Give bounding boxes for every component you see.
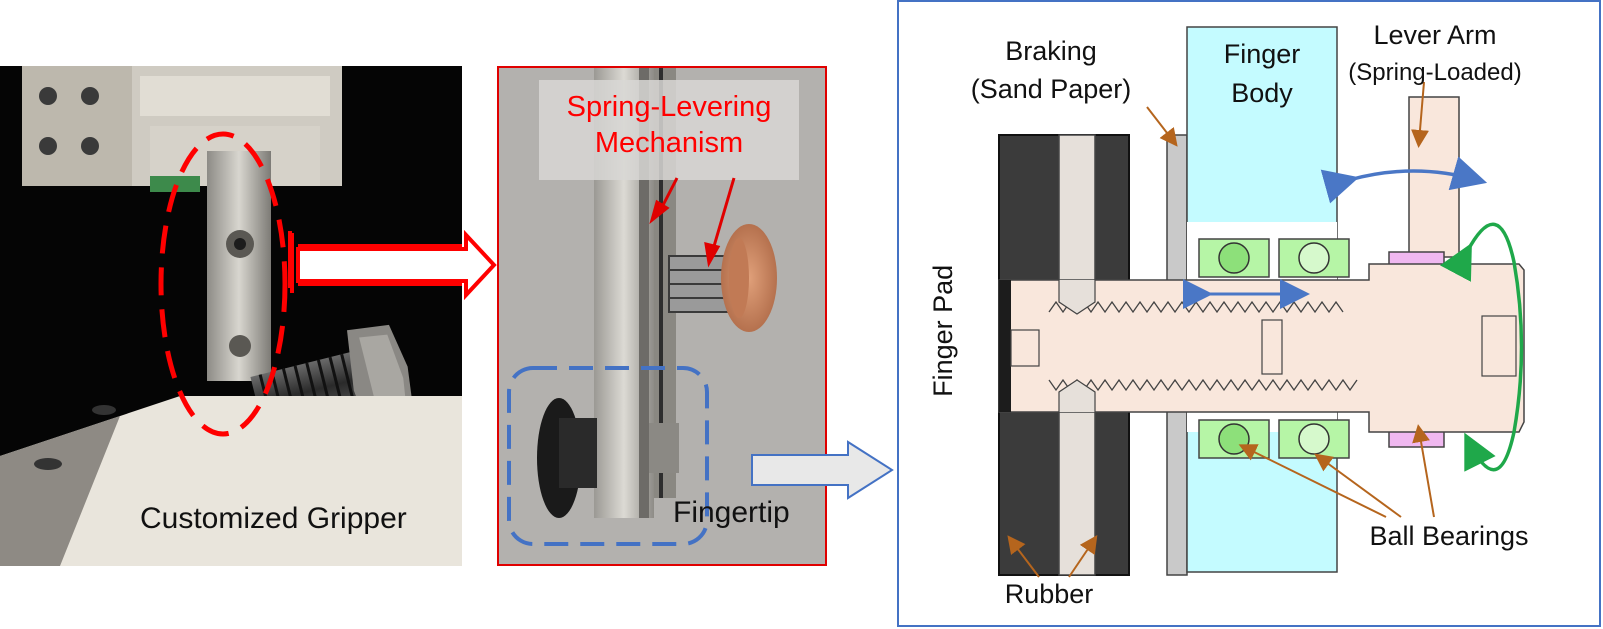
finger-body-label-line2: Body: [1231, 78, 1293, 108]
rubber-label: Rubber: [1004, 579, 1094, 609]
cross-section-drawing: [998, 26, 1525, 578]
lever-arm-label-line1: Lever Arm: [1373, 20, 1497, 50]
gripper-photo-illustration: [0, 66, 462, 566]
zoom-arrow-blue: [751, 440, 894, 500]
finger-body-label-line1: Finger: [1223, 39, 1301, 69]
gripper-photo: Customized Gripper: [0, 66, 462, 566]
braking-label-line2: (Sand Paper): [970, 74, 1132, 104]
cross-section-diagram: Braking (Sand Paper) Finger Body Lever A…: [897, 0, 1601, 627]
gripper-caption: Customized Gripper: [140, 502, 407, 535]
ball-bearings-label: Ball Bearings: [1369, 521, 1529, 551]
mechanism-label-line1: Spring-Levering: [566, 91, 772, 123]
screw-shaft: [998, 263, 1525, 433]
lever-arm-label-line2: (Spring-Loaded): [1348, 59, 1522, 86]
rotation-arrow-lever: [1320, 156, 1488, 204]
ball-bearing: [1198, 238, 1350, 278]
fingertip-caption: Fingertip: [673, 496, 790, 529]
braking-label-line1: Braking: [1005, 36, 1097, 66]
zoom-arrow-red: [290, 229, 497, 301]
fingertip-photo: Spring-Levering Mechanism Fingertip: [497, 66, 827, 566]
mechanism-label-line2: Mechanism: [594, 127, 744, 159]
finger-pad-label: Finger Pad: [928, 264, 959, 397]
lever-arm: [1408, 96, 1460, 258]
rotation-arrow-green: [1440, 222, 1524, 472]
